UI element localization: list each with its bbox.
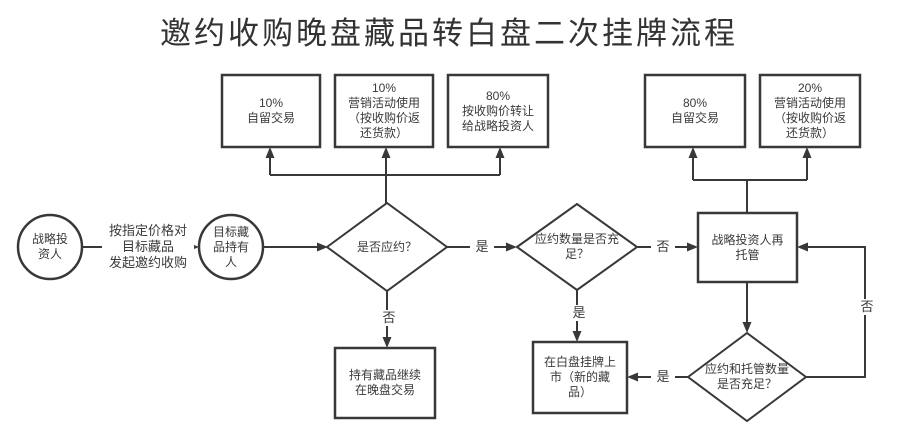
box-keep-trading — [333, 346, 437, 420]
decision-accept-offer — [325, 201, 449, 293]
edge-label-initiate-offer: 按指定价格对 目标藏品 发起邀约收购 — [102, 222, 194, 272]
box-keep-trading-label: 持有藏品继续 在晚盘交易 — [348, 368, 421, 397]
edge-label-yes-accept: 是 — [470, 239, 494, 255]
box-white-listing-label: 在白盘挂牌上 市（新的藏 品） — [543, 355, 616, 399]
decision-offer-custody-quantity-label: 应约和托管数量 是否充足？ — [704, 362, 789, 391]
box-re-custody-label: 战略投资人再 托管 — [711, 232, 784, 262]
edge-label-no-accept: 否 — [377, 310, 401, 326]
node-target-holder — [197, 213, 265, 281]
box-re-custody — [696, 211, 799, 284]
decision-offer-custody-quantity — [686, 331, 808, 423]
box-20-marketing — [758, 73, 862, 149]
edge-label-yes-custody: 是 — [651, 369, 675, 385]
decision-accept-offer-label: 是否应约？ — [356, 239, 417, 254]
node-strategic-investor — [16, 213, 84, 281]
edge-label-yes-quantity: 是 — [567, 305, 591, 321]
node-strategic-investor-label: 战略投 资人 — [31, 232, 68, 261]
decision-offer-quantity — [515, 202, 639, 292]
edge-label-no-quantity: 否 — [651, 239, 675, 255]
box-80-transfer-label: 80% 按收购价转让 给战略投资人 — [461, 88, 534, 133]
box-white-listing — [531, 340, 629, 415]
decision-offer-quantity-label: 应约数量是否充 足？ — [534, 232, 619, 261]
box-80-self-trade — [643, 73, 747, 149]
box-80-transfer — [446, 73, 550, 149]
box-80-self-trade-label: 80% 自留交易 — [670, 96, 719, 125]
edge-label-no-custody: 否 — [855, 299, 879, 315]
node-target-holder-label: 目标藏 品持有 人 — [212, 224, 249, 269]
box-10-self-trade-label: 10% 自留交易 — [246, 96, 295, 125]
box-10-marketing — [333, 73, 435, 149]
box-10-self-trade — [220, 73, 322, 149]
box-10-marketing-label: 10% 营销活动使用 （按收购价返 还货款） — [347, 81, 420, 140]
diagram-title: 邀约收购晚盘藏品转白盘二次挂牌流程 — [160, 16, 738, 51]
box-20-marketing-label: 20% 营销活动使用 （按收购价返 还货款） — [773, 81, 846, 140]
